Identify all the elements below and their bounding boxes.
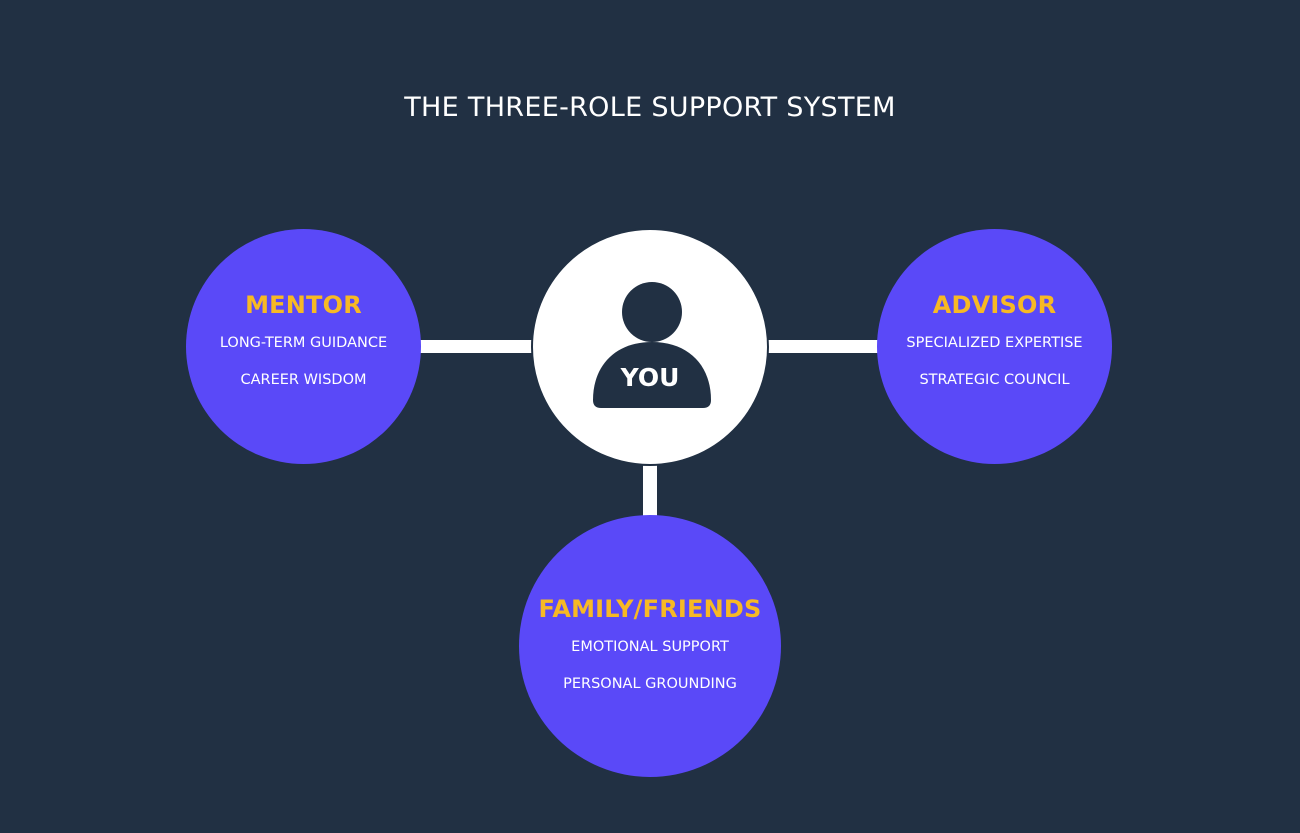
advisor-title: ADVISOR [932, 291, 1057, 319]
you-circle: YOU [531, 228, 769, 466]
you-label: YOU [620, 363, 680, 392]
advisor-line-2: STRATEGIC COUNCIL [919, 372, 1070, 388]
mentor-line-1: LONG-TERM GUIDANCE [219, 335, 388, 351]
person-icon [593, 282, 711, 408]
connector-mentor [418, 340, 538, 353]
connector-advisor [762, 340, 882, 353]
family-friends-title: FAMILY/FRIENDS [538, 595, 762, 623]
mentor-title: MENTOR [245, 291, 362, 319]
advisor-circle: ADVISOR SPECIALIZED EXPERTISE STRATEGIC … [877, 229, 1112, 464]
family-friends-circle: FAMILY/FRIENDS EMOTIONAL SUPPORT PERSONA… [519, 515, 781, 777]
connector-family [643, 460, 657, 520]
advisor-line-1: SPECIALIZED EXPERTISE [906, 335, 1083, 351]
mentor-line-2: CAREER WISDOM [240, 372, 367, 388]
diagram-title: THE THREE-ROLE SUPPORT SYSTEM [404, 92, 896, 123]
family-friends-line-1: EMOTIONAL SUPPORT [571, 639, 729, 655]
family-friends-line-2: PERSONAL GROUNDING [563, 676, 737, 692]
mentor-circle: MENTOR LONG-TERM GUIDANCE CAREER WISDOM [186, 229, 421, 464]
